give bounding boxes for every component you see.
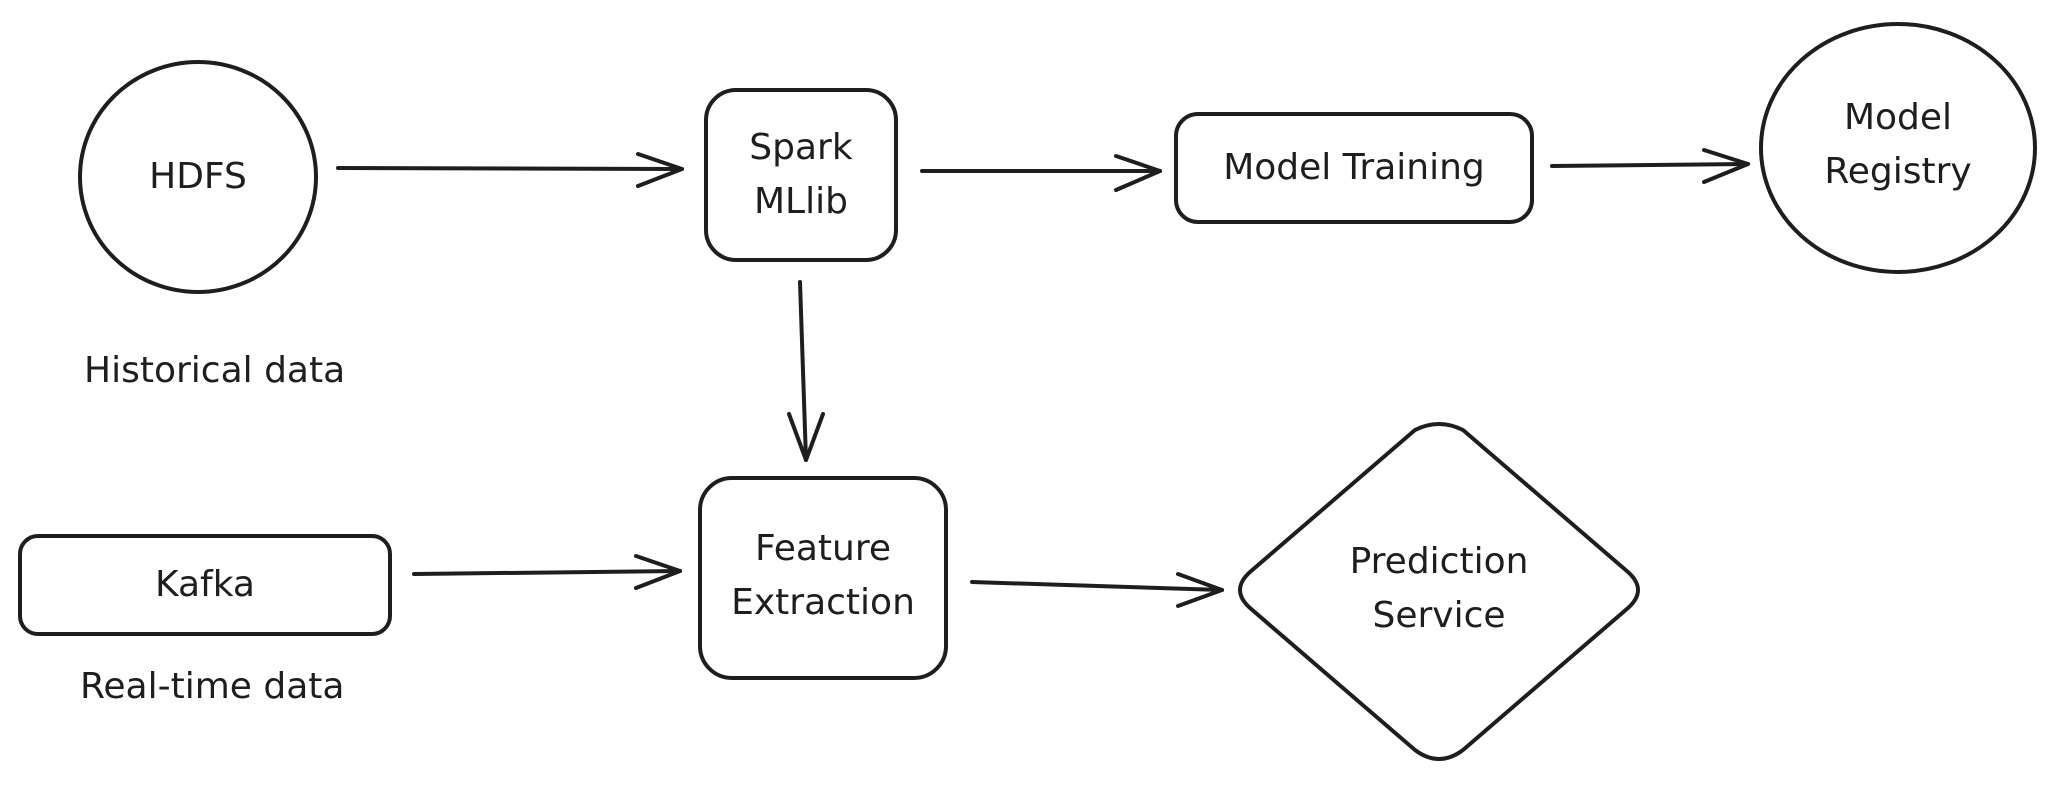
model-training-label: Model Training bbox=[1223, 147, 1485, 188]
hdfs-node bbox=[78, 60, 318, 294]
model-registry-node bbox=[1759, 22, 2037, 274]
feature-extraction-node bbox=[698, 476, 948, 680]
model-training-node bbox=[1174, 112, 1534, 224]
spark-mllib-label-line1: Spark bbox=[749, 127, 853, 168]
spark-mllib-node bbox=[704, 88, 898, 262]
model-registry-label-line2: Registry bbox=[1824, 151, 1972, 192]
feature-extraction-label: Feature Extraction bbox=[700, 522, 946, 630]
edge-features-to-prediction bbox=[970, 572, 1224, 608]
prediction-service-label: Prediction Service bbox=[1260, 535, 1618, 643]
model-registry-label-line1: Model bbox=[1843, 97, 1953, 138]
edge-training-to-registry bbox=[1550, 148, 1750, 184]
feature-extraction-label-line2: Extraction bbox=[731, 582, 915, 623]
kafka-label: Kafka bbox=[155, 564, 255, 605]
hdfs-label: HDFS bbox=[149, 156, 247, 197]
edge-kafka-to-features bbox=[412, 554, 682, 590]
spark-mllib-label-line2: MLlib bbox=[754, 181, 848, 222]
prediction-service-label-line1: Prediction bbox=[1349, 541, 1529, 582]
hdfs-caption: Historical data bbox=[84, 350, 346, 391]
kafka-caption: Real-time data bbox=[80, 666, 345, 707]
edge-spark-to-features bbox=[787, 280, 825, 462]
edge-spark-to-training bbox=[920, 154, 1162, 192]
model-registry-label: Model Registry bbox=[1761, 91, 2035, 199]
spark-mllib-label: Spark MLlib bbox=[706, 121, 896, 229]
prediction-service-label-line2: Service bbox=[1372, 595, 1506, 636]
edge-hdfs-to-spark bbox=[336, 152, 684, 188]
kafka-node bbox=[18, 534, 392, 636]
prediction-service-node bbox=[1238, 422, 1640, 761]
feature-extraction-label-line1: Feature bbox=[754, 528, 892, 569]
